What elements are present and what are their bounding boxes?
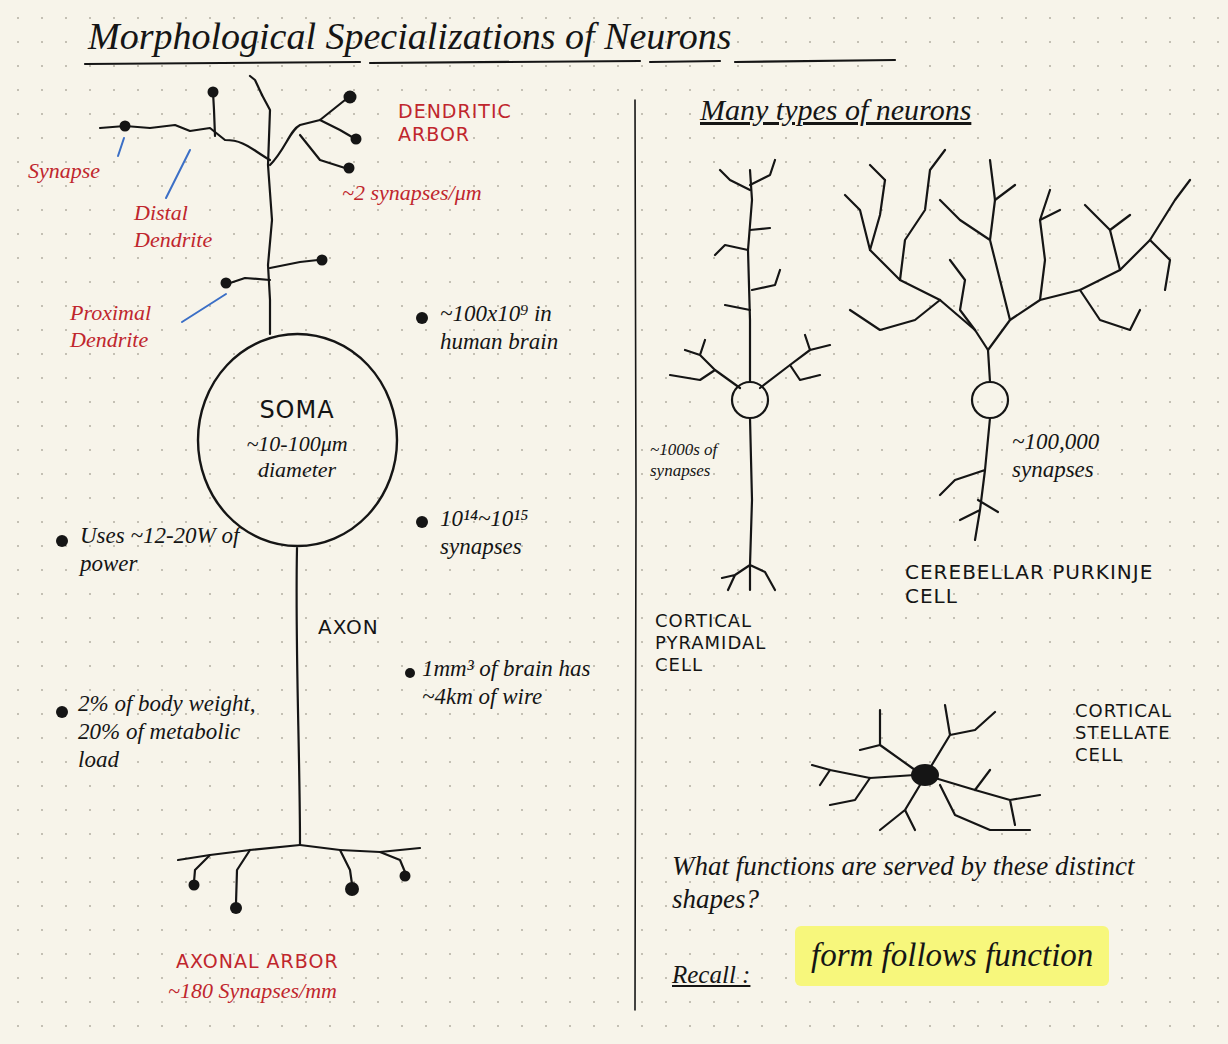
stellate-soma <box>911 764 939 786</box>
part-label: AXONAL ARBOR <box>176 950 339 973</box>
node-text: SOMA <box>227 396 367 425</box>
fact-note: ~100x10⁹ in human brain <box>440 300 610 356</box>
question-text: What functions are served by these disti… <box>672 850 1217 916</box>
part-label: DENDRITIC ARBOR <box>398 100 548 146</box>
title-text: Morphological Specializations of Neurons <box>88 14 732 58</box>
fact-note: 2% of body weight, 20% of metabolic load <box>78 690 278 774</box>
soma-circle: SOMA ~10-100μm diameter <box>196 332 399 548</box>
synapse-dots <box>120 87 411 915</box>
part-label: Proximal Dendrite <box>70 300 180 354</box>
part-label: Synapse <box>28 158 100 185</box>
section-heading: Many types of neurons <box>700 92 971 129</box>
axon-line <box>297 548 300 845</box>
density-note: ~2 synapses/μm <box>342 180 482 207</box>
highlight-box: form follows function <box>795 926 1109 986</box>
divider-line <box>635 100 636 1010</box>
cell-name: CORTICAL PYRAMIDAL CELL <box>655 610 815 676</box>
bullet-dots <box>56 312 428 718</box>
title-underline <box>85 60 895 64</box>
node-text: ~10-100μm diameter <box>227 431 367 484</box>
part-label: Distal Dendrite <box>134 200 244 254</box>
stellate-cell <box>812 705 1040 830</box>
node-text: form follows function <box>811 936 1093 976</box>
cell-name: CEREBELLAR PURKINJE CELL <box>905 560 1195 609</box>
dendrite-tree <box>100 76 352 334</box>
fact-note: 10¹⁴~10¹⁵ synapses <box>440 505 590 561</box>
axonal-arbor <box>178 845 420 903</box>
fact-note: Uses ~12-20W of power <box>80 522 245 578</box>
soma-outline <box>198 334 397 546</box>
recall-text: Recall : <box>672 960 750 991</box>
synapse-count: ~1000s of synapses <box>650 440 742 481</box>
synapse-count: ~100,000 synapses <box>1012 428 1182 484</box>
purkinje-cell <box>845 150 1190 540</box>
part-label: AXON <box>318 615 379 639</box>
cell-name: CORTICAL STELLATE CELL <box>1075 700 1220 766</box>
density-note: ~180 Synapses/mm <box>168 978 337 1005</box>
pyramidal-cell <box>670 160 830 590</box>
fact-note: 1mm³ of brain has ~4km of wire <box>422 655 612 711</box>
